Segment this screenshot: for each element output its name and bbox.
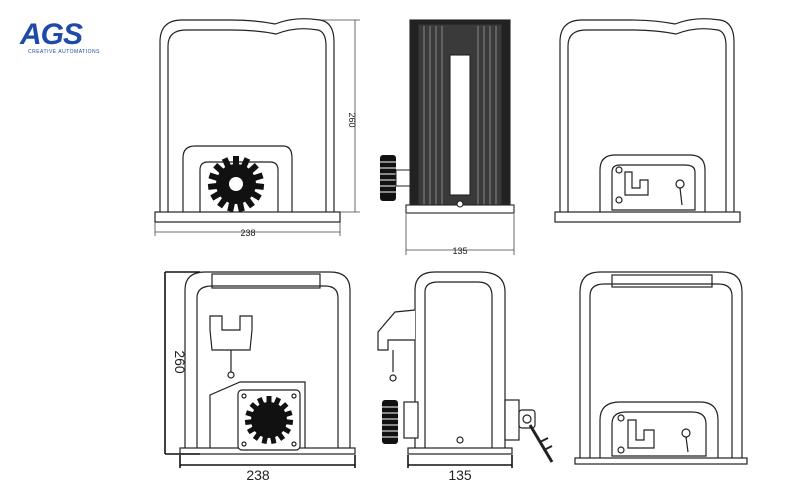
bottom-front-width-label: 238 (246, 467, 270, 483)
bottom-front-height-label: 260 (172, 350, 188, 374)
top-side-width-dimension (405, 214, 515, 255)
top-side-view (405, 19, 515, 214)
bottom-back-view (574, 271, 748, 465)
bottom-drive-gear (244, 396, 294, 444)
bottom-front-height-dimension (164, 271, 200, 455)
top-front-width-dimension (154, 222, 341, 236)
bottom-release-knob (382, 400, 398, 444)
bottom-front-width-dimension (179, 455, 356, 468)
top-back-view (554, 18, 741, 223)
bottom-side-width-label: 135 (448, 467, 472, 483)
company-logo: AGS CREATIVE AUTOMATIONS (20, 20, 110, 60)
top-front-height-label: 260 (347, 112, 357, 127)
top-front-width-label: 238 (240, 228, 255, 238)
top-front-view (154, 18, 341, 223)
bottom-side-view (377, 271, 520, 455)
top-front-height-dimension (322, 19, 360, 213)
top-release-knob (380, 155, 411, 201)
bottom-key-icon (518, 409, 554, 463)
top-drive-gear (207, 156, 265, 213)
logo-mark: AGS (20, 18, 83, 51)
logo-subtitle: CREATIVE AUTOMATIONS (28, 49, 100, 55)
top-side-width-label: 135 (452, 246, 467, 256)
bottom-side-width-dimension (407, 455, 513, 468)
